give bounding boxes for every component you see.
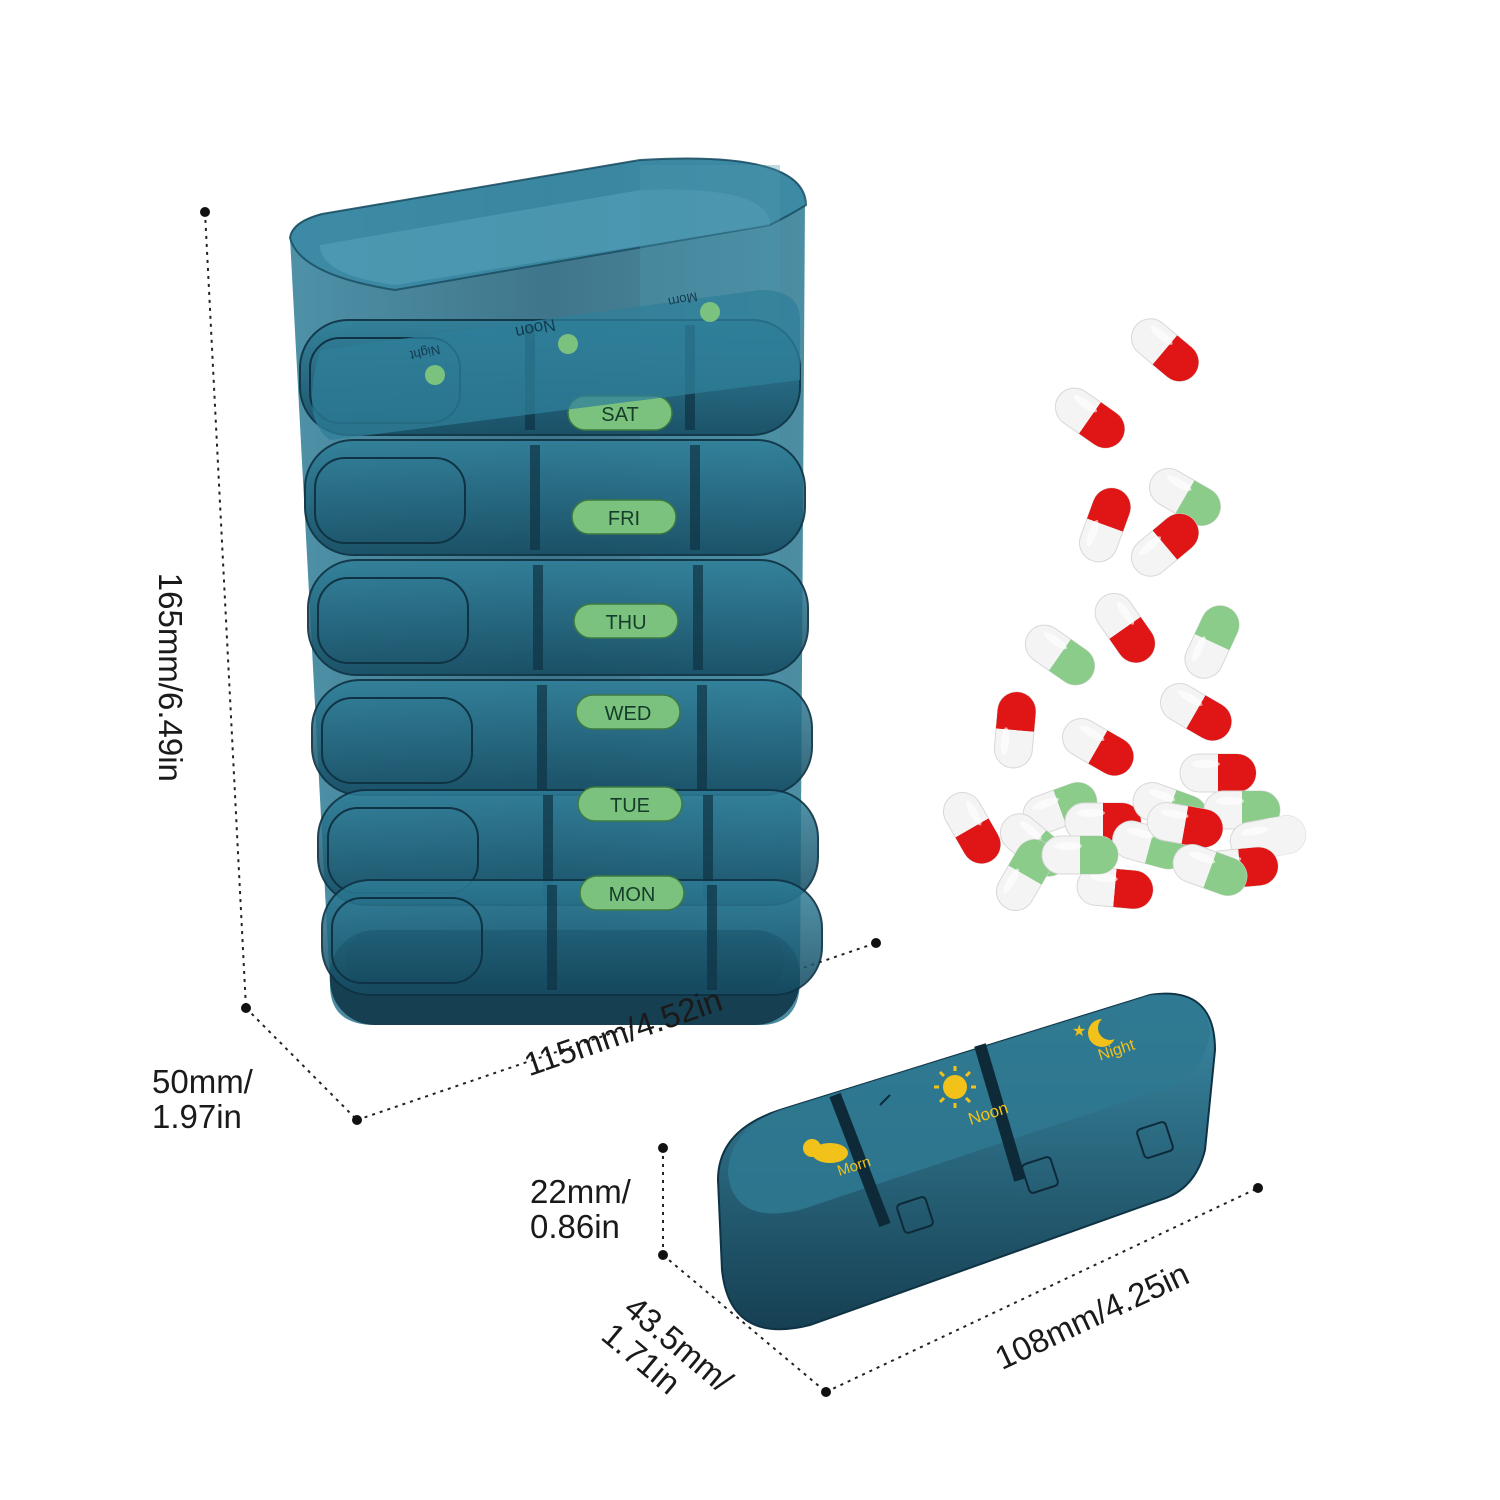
sun-icon	[934, 1066, 976, 1108]
capsule	[1079, 487, 1131, 563]
day-tray-mon: MON	[321, 875, 823, 996]
case-height-dimension: 22mm/ 0.86in	[530, 1173, 631, 1245]
svg-text:★: ★	[1072, 1021, 1086, 1040]
dimension-endpoints	[200, 207, 1263, 1397]
moon-star-icon: ★	[1072, 1016, 1122, 1047]
capsule	[1062, 718, 1134, 776]
latch-1	[896, 1196, 934, 1234]
top-tray	[312, 290, 800, 440]
case-depth-dim-line	[662, 1254, 827, 1393]
capsule	[1149, 468, 1221, 526]
day-label-pill	[577, 786, 683, 822]
sleeve-opening	[320, 189, 770, 285]
capsule	[993, 691, 1037, 769]
depth-line-2: 1.97in	[152, 1097, 242, 1135]
day-label-text: MON	[609, 884, 656, 906]
depth-dimension: 50mm/ 1.97in	[152, 1063, 253, 1135]
capsules	[943, 318, 1307, 911]
sun-cloud-icon	[700, 302, 720, 322]
day-label-text: FRI	[608, 508, 640, 530]
sun-icon	[558, 334, 578, 354]
day-tray-wed: WED	[311, 679, 813, 796]
capsule	[1041, 835, 1119, 875]
day-label-text: THU	[605, 612, 646, 634]
capsule	[943, 792, 1001, 864]
capsule	[1130, 318, 1200, 382]
moon-star-icon	[425, 365, 445, 385]
depth-dim-line	[245, 1007, 358, 1121]
capsule	[1094, 592, 1156, 664]
day-tray-thu: THU	[307, 559, 809, 676]
case-divider-1	[829, 1092, 891, 1228]
day-label-text: SAT	[601, 404, 638, 426]
case-divider-2	[974, 1043, 1026, 1182]
capsule	[1172, 844, 1248, 896]
capsule	[1160, 683, 1232, 741]
capsule	[1076, 866, 1154, 910]
capsule	[1184, 605, 1240, 679]
capsule	[1130, 513, 1200, 577]
height-dim-line	[204, 211, 247, 1009]
daily-pill-case: ★	[716, 992, 1217, 1331]
day-tray-fri: FRI	[304, 439, 806, 556]
case-height-line-1: 22mm/	[530, 1173, 631, 1210]
day-label-pill	[579, 875, 685, 911]
case-lid	[728, 994, 1210, 1214]
sun-cloud-icon	[803, 1139, 848, 1163]
day-label-pill	[575, 694, 681, 730]
capsule	[1146, 802, 1224, 848]
capsule	[1024, 624, 1096, 686]
day-label-pill	[571, 499, 677, 535]
case-height-line-2: 0.86in	[530, 1207, 620, 1245]
day-trays: SAT FRI THU WED TUE MON	[299, 290, 823, 996]
capsule	[1179, 753, 1257, 793]
height-dimension: 165mm/6.49in	[151, 572, 189, 782]
day-label-text: WED	[605, 703, 652, 725]
latch-3	[1136, 1121, 1174, 1159]
latch-2	[1021, 1156, 1059, 1194]
day-label-pill	[573, 603, 679, 639]
capsule	[1054, 387, 1126, 449]
day-label-text: TUE	[610, 795, 650, 817]
depth-line-1: 50mm/	[152, 1063, 253, 1100]
